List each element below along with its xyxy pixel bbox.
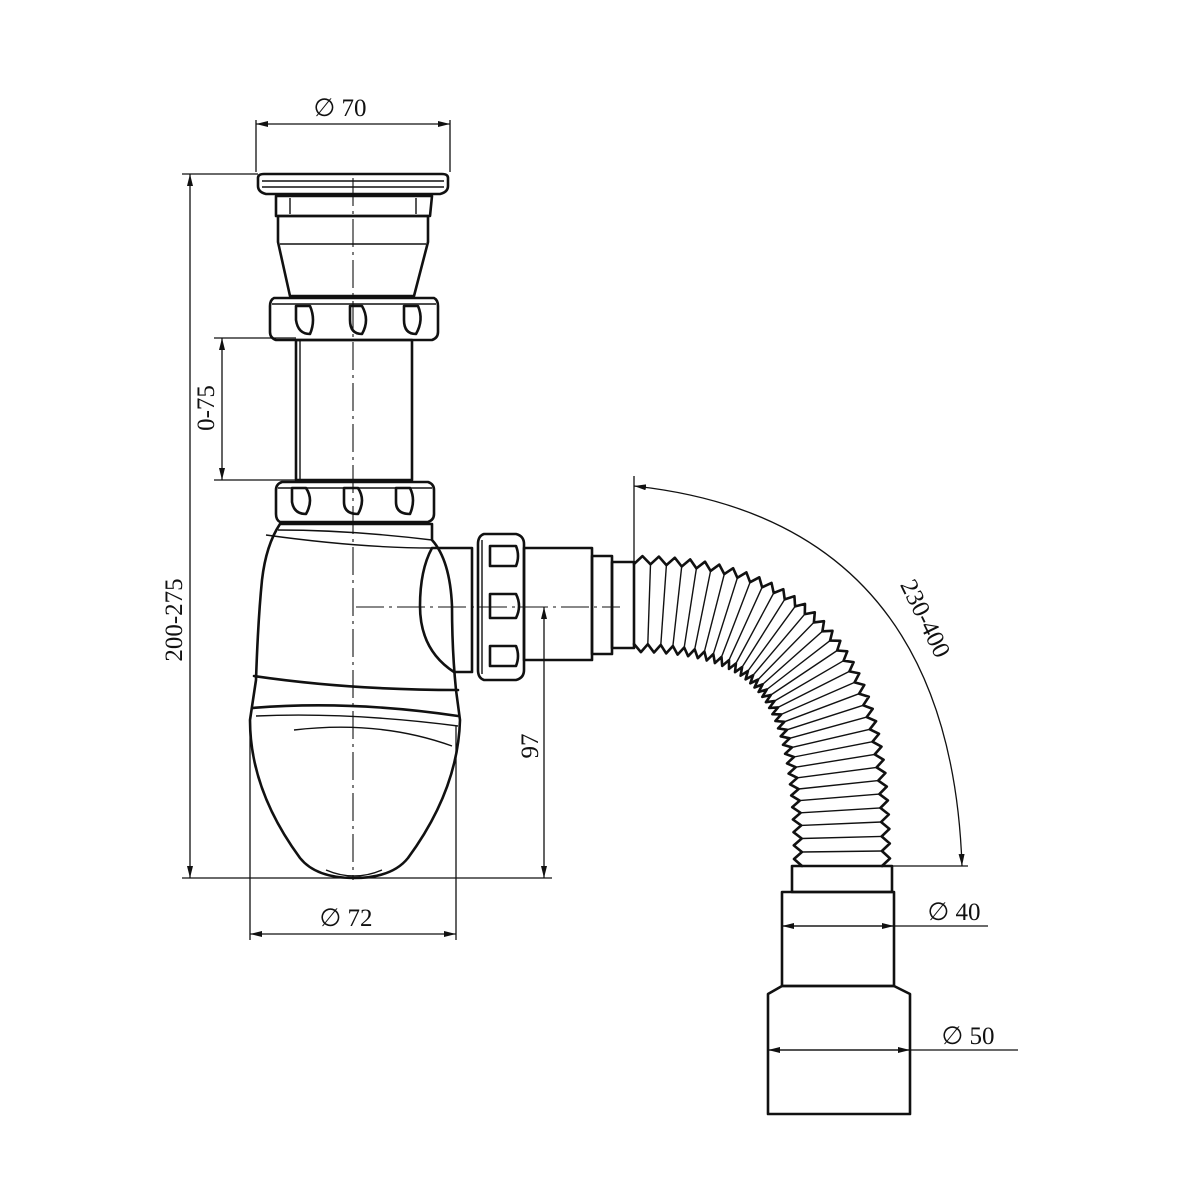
- hose-rib: [801, 821, 882, 827]
- hose-rib: [660, 565, 668, 645]
- hose-rib: [797, 766, 877, 779]
- svg-text:∅ 50: ∅ 50: [941, 1023, 994, 1050]
- hose-length-label: 230-400: [894, 575, 955, 662]
- hose-rib: [798, 779, 879, 790]
- total-height-label: 200-275: [161, 578, 188, 661]
- bottom-diameter-label: 72: [348, 905, 373, 932]
- diameter-symbol: ∅: [319, 905, 341, 932]
- dimension-total-height: 200-275: [161, 173, 552, 879]
- dimension-adjust-range: 0-75: [193, 337, 296, 481]
- dimension-bottom-diameter: ∅ 72: [249, 726, 457, 940]
- telescopic-tube: [294, 338, 414, 482]
- outlet-50-label: 50: [970, 1023, 995, 1050]
- hose-rib: [712, 577, 739, 655]
- dimension-top-diameter: ∅ 70: [255, 95, 451, 172]
- hose-inner-edge: [632, 554, 892, 868]
- center-lines: [352, 178, 620, 880]
- dimension-hose-length: 230-400: [633, 476, 968, 867]
- hose-rib: [795, 753, 875, 768]
- hose-rib: [800, 807, 881, 814]
- hose-rib: [801, 850, 882, 853]
- diameter-symbol: ∅: [927, 899, 949, 926]
- diameter-symbol: ∅: [313, 95, 335, 122]
- hose-rib: [789, 716, 867, 739]
- dimension-outlet-height: 97: [517, 607, 547, 878]
- hose-rib: [741, 599, 786, 668]
- top-diameter-label: 70: [342, 95, 367, 122]
- hose-rib: [672, 566, 683, 647]
- corrugated-hose: [632, 554, 892, 868]
- hose-rib: [683, 568, 698, 648]
- outlet-40-label: 40: [956, 899, 981, 926]
- svg-text:∅ 40: ∅ 40: [927, 899, 980, 926]
- hose-rib: [647, 564, 652, 645]
- dimension-outlet-50: ∅ 50: [768, 1023, 1018, 1053]
- outlet-socket-50: [766, 984, 912, 1116]
- diameter-symbol: ∅: [941, 1023, 963, 1050]
- svg-text:∅ 70: ∅ 70: [313, 95, 366, 122]
- upper-union-nut: [268, 296, 440, 342]
- hose-rib: [799, 793, 880, 802]
- hose-rib: [801, 835, 882, 840]
- svg-text:∅ 72: ∅ 72: [319, 905, 372, 932]
- outlet-height-label: 97: [517, 734, 544, 759]
- hose-rib: [786, 704, 864, 731]
- bottle-body: [248, 522, 462, 880]
- hose-rib: [774, 660, 844, 702]
- hose-outer-edge: [632, 642, 804, 868]
- dimension-outlet-40: ∅ 40: [782, 899, 988, 929]
- adjust-range-label: 0-75: [193, 385, 220, 431]
- lower-union-nut: [274, 480, 436, 524]
